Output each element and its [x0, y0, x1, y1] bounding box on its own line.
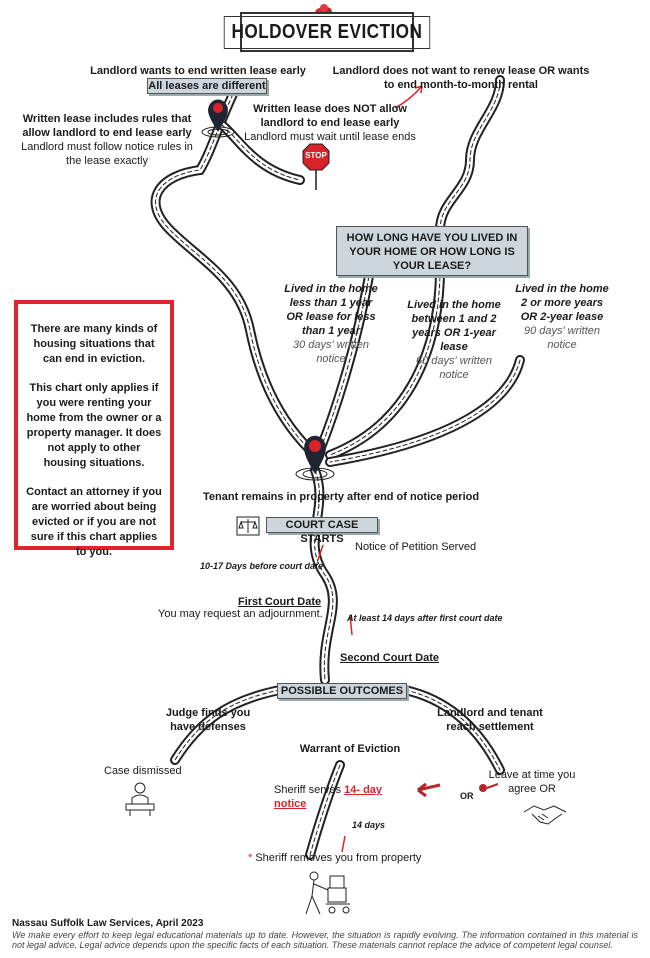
- fourteen-days: 14 days: [352, 820, 386, 830]
- info-box: There are many kinds of housing situatio…: [14, 300, 174, 558]
- scales-icon: [236, 516, 260, 536]
- footer-disclaimer: We make every effort to keep legal educa…: [12, 930, 638, 950]
- left-tag: All leases are different: [147, 78, 267, 94]
- mover-icon: [305, 871, 350, 915]
- duration-3: Lived in the home 2 or more years OR 2-y…: [512, 282, 612, 352]
- outcome-settlement: Landlord and tenant reach settlement: [437, 707, 543, 733]
- duration-1: Lived in the home less than 1 year OR le…: [282, 282, 380, 366]
- branch-a-note: Landlord must follow notice rules in the…: [21, 141, 193, 167]
- branch-b-note: Landlord must wait until lease ends: [244, 131, 416, 143]
- left-heading: Landlord wants to end written lease earl…: [90, 65, 306, 77]
- outcome-defenses: Judge finds you have defenses: [165, 707, 251, 733]
- asterisk: *: [248, 852, 253, 864]
- court-starts: COURT CASE STARTS: [266, 517, 378, 545]
- or-label: OR: [460, 791, 474, 801]
- outcome-dismissed: Case dismissed: [104, 765, 182, 777]
- sheriff-prefix: Sheriff serves: [274, 784, 345, 796]
- days-after: At least 14 days after first court date: [347, 613, 503, 623]
- stop-sign-icon: [302, 143, 330, 190]
- petition-served: Notice of Petition Served: [355, 541, 477, 553]
- title-box: HOLDOVER EVICTION: [223, 12, 431, 52]
- duration-1-heading: Lived in the home less than 1 year OR le…: [284, 283, 378, 337]
- question-box: HOW LONG HAVE YOU LIVED IN YOUR HOME OR …: [336, 226, 528, 276]
- sheriff-removes: * Sheriff removes you from property: [248, 851, 448, 865]
- days-before: 10-17 Days before court date: [200, 561, 324, 571]
- right-heading: Landlord does not want to renew lease OR…: [332, 65, 590, 91]
- person-desk-icon: [125, 782, 155, 816]
- stop-label: STOP: [305, 151, 327, 160]
- duration-2: Lived in the home between 1 and 2 years …: [402, 298, 506, 382]
- outcome-leave: Leave at time you agree OR: [488, 769, 576, 795]
- first-court-date: First Court Date: [238, 596, 322, 608]
- page-title: HOLDOVER EVICTION: [223, 15, 431, 49]
- removes-text: Sheriff removes you from property: [252, 852, 422, 864]
- info-p3: Contact an attorney if you are worried a…: [26, 486, 162, 558]
- duration-3-heading: Lived in the home 2 or more years OR 2-y…: [515, 283, 609, 323]
- duration-2-heading: Lived in the home between 1 and 2 years …: [407, 299, 501, 353]
- second-court-date: Second Court Date: [340, 652, 440, 664]
- info-p1: There are many kinds of housing situatio…: [30, 323, 158, 365]
- key-icon: [479, 783, 499, 792]
- branch-a-heading: Written lease includes rules that allow …: [22, 113, 192, 139]
- outcomes-heading: POSSIBLE OUTCOMES: [277, 683, 407, 699]
- branch-b-heading: Written lease does NOT allow landlord to…: [253, 103, 407, 129]
- sheriff-notice: 14- day notice: [274, 784, 383, 810]
- duration-1-notice: 30 days' written notice: [292, 339, 370, 365]
- sheriff-serves: Sheriff serves 14- day notice: [274, 783, 414, 811]
- first-court-note: You may request an adjournment.: [158, 608, 323, 620]
- location-pin-icon: [201, 99, 235, 138]
- tenant-remains: Tenant remains in property after end of …: [203, 491, 480, 503]
- footer-title: Nassau Suffolk Law Services, April 2023: [12, 918, 204, 929]
- info-p2: This chart only applies if you were rent…: [26, 382, 162, 469]
- location-pin-icon: [295, 435, 335, 481]
- duration-3-notice: 90 days' written notice: [523, 325, 601, 351]
- handshake-icon: [523, 805, 567, 825]
- outcome-warrant: Warrant of Eviction: [299, 743, 401, 755]
- duration-2-notice: 60 days' written notice: [415, 355, 493, 381]
